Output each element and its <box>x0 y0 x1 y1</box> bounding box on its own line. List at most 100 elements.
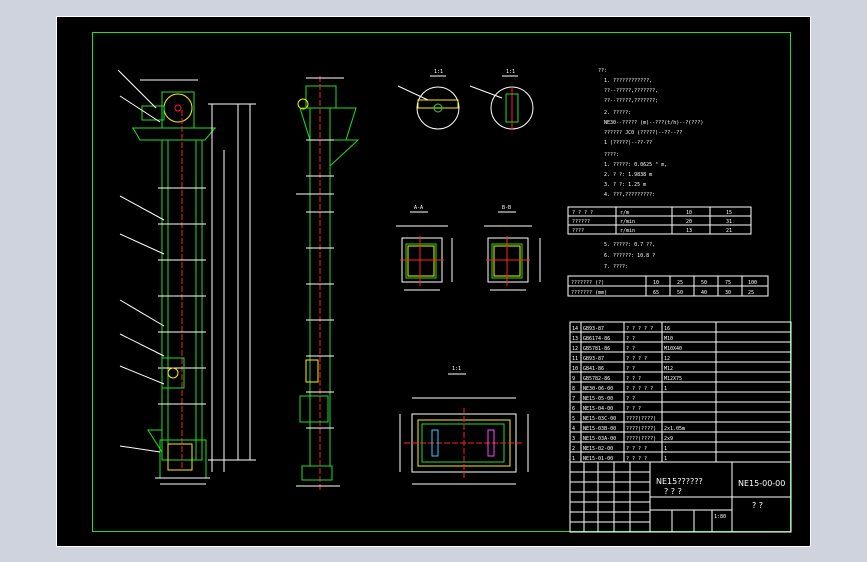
drawing-border <box>92 32 791 532</box>
part-name: ? ? ? ? <box>626 456 647 462</box>
title-block: NE15?????? ? ? ? NE15-00-00 1:80 ? ? <box>569 461 792 533</box>
capacity-cell: 75 <box>725 280 731 286</box>
capacity-cell: 25 <box>748 290 754 296</box>
speed-cell: ?????? <box>572 219 590 225</box>
part-code: GB6174-86 <box>583 336 610 342</box>
part-code: NE30-06-00 <box>583 386 613 392</box>
note-line: ??--?????,???????, <box>604 88 658 94</box>
section-c-c: 1:1 <box>399 366 529 485</box>
company-name: ? ? <box>752 501 763 510</box>
part-name: ????(????) <box>626 436 656 442</box>
side-view <box>296 76 360 490</box>
drive-motor <box>141 105 165 121</box>
speed-cell: 13 <box>686 228 692 234</box>
note-line: 2. ?????: <box>604 110 631 116</box>
part-code: GB93-87 <box>583 326 604 332</box>
note-line: 3. ? ?: 1.25 m <box>604 182 646 188</box>
part-spec: M10 <box>664 336 673 342</box>
part-name: ? ? <box>626 346 635 352</box>
speed-cell: ? ? ? ? <box>572 210 593 216</box>
part-no: 7 <box>572 396 575 402</box>
part-code: NE15-05-00 <box>583 396 613 402</box>
capacity-cell: 65 <box>653 290 659 296</box>
drawing-scale: 1:80 <box>714 514 726 520</box>
part-no: 10 <box>572 366 578 372</box>
head-hood <box>132 127 217 141</box>
part-no: 5 <box>572 416 575 422</box>
capacity-cell: ??????? (mm) <box>571 290 607 296</box>
part-name: ? ? ? ? <box>626 446 647 452</box>
part-no: 13 <box>572 336 578 342</box>
part-name: ????(????) <box>626 426 656 432</box>
capacity-cell: 10 <box>653 280 659 286</box>
part-spec: 1 <box>664 446 667 452</box>
note-line: 2. ? ?: 1.9838 m <box>604 172 652 178</box>
speed-cell: 20 <box>686 219 692 225</box>
part-name: ? ? ? ? <box>626 356 647 362</box>
speed-cell: 31 <box>726 219 732 225</box>
drawing-number: NE15-00-00 <box>738 479 785 488</box>
note-line: ????: <box>604 152 619 158</box>
part-no: 1 <box>572 456 575 462</box>
part-code: NE15-01-00 <box>583 456 613 462</box>
part-no: 4 <box>572 426 575 432</box>
section-label-cc: 1:1 <box>452 366 461 372</box>
part-name: ? ? ? <box>626 376 641 382</box>
capacity-cell: 40 <box>701 290 707 296</box>
part-name: ? ? <box>626 396 635 402</box>
capacity-cell: 30 <box>725 290 731 296</box>
part-no: 12 <box>572 346 578 352</box>
part-code: NE15-03B-00 <box>583 426 616 432</box>
note-line: 6. ??????: 10.8 ? <box>604 253 655 259</box>
boot <box>159 439 207 479</box>
part-spec: M12 <box>664 366 673 372</box>
part-name: ? ? <box>626 336 635 342</box>
part-no: 14 <box>572 326 578 332</box>
part-name: ? ? ? ? ? <box>626 326 653 332</box>
part-no: 9 <box>572 376 575 382</box>
part-no: 8 <box>572 386 575 392</box>
capacity-cell: ??????? (?) <box>571 280 604 286</box>
part-no: 2 <box>572 446 575 452</box>
side-head <box>305 85 337 109</box>
speed-cell: 21 <box>726 228 732 234</box>
part-code: NE15-03A-00 <box>583 436 616 442</box>
section-b-b: B-B <box>484 205 541 291</box>
capacity-cell: 50 <box>677 290 683 296</box>
part-name: ? ? ? ? ? <box>626 386 653 392</box>
part-no: 11 <box>572 356 578 362</box>
part-spec: M10X40 <box>664 346 682 352</box>
part-code: NE15-03C-00 <box>583 416 616 422</box>
speed-table: ? ? ? ? r/m 10 15 ?????? r/min 20 31 ???… <box>567 206 752 235</box>
part-code: NE15-04-00 <box>583 406 613 412</box>
capacity-cell: 25 <box>677 280 683 286</box>
part-spec: 16 <box>664 326 670 332</box>
note-line: ??--?????,???????; <box>604 98 658 104</box>
speed-cell: ???? <box>572 228 584 234</box>
note-line: 1. ?????: 0.0625 ³ m, <box>604 162 667 168</box>
section-label-bb: B-B <box>502 205 511 211</box>
part-code: GB93-87 <box>583 356 604 362</box>
note-line: 7. ????: <box>604 264 628 270</box>
detail-label-2: 1:1 <box>506 69 515 75</box>
detail-views: 1:1 1:1 <box>397 69 534 130</box>
part-code: NE15-02-00 <box>583 446 613 452</box>
part-spec: 12 <box>664 356 670 362</box>
note-line: NE30--????? (m)--???(t/h)--?(???) <box>604 120 703 126</box>
head-pulley <box>163 93 193 123</box>
part-code: GB41-86 <box>583 366 604 372</box>
technical-notes: ??: 1. ????????????, ??--?????,???????, … <box>598 68 703 270</box>
speed-cell: 15 <box>726 210 732 216</box>
part-spec: 1 <box>664 386 667 392</box>
part-spec: 2x9 <box>664 436 673 442</box>
part-name: ????(????) <box>626 416 656 422</box>
part-name: ? ? ? <box>626 406 641 412</box>
notes-heading: ??: <box>598 68 607 74</box>
part-no: 3 <box>572 436 575 442</box>
note-line: 1. ????????????, <box>604 78 652 84</box>
capacity-cell: 50 <box>701 280 707 286</box>
part-spec: 1 <box>664 456 667 462</box>
capacity-cell: 100 <box>748 280 757 286</box>
